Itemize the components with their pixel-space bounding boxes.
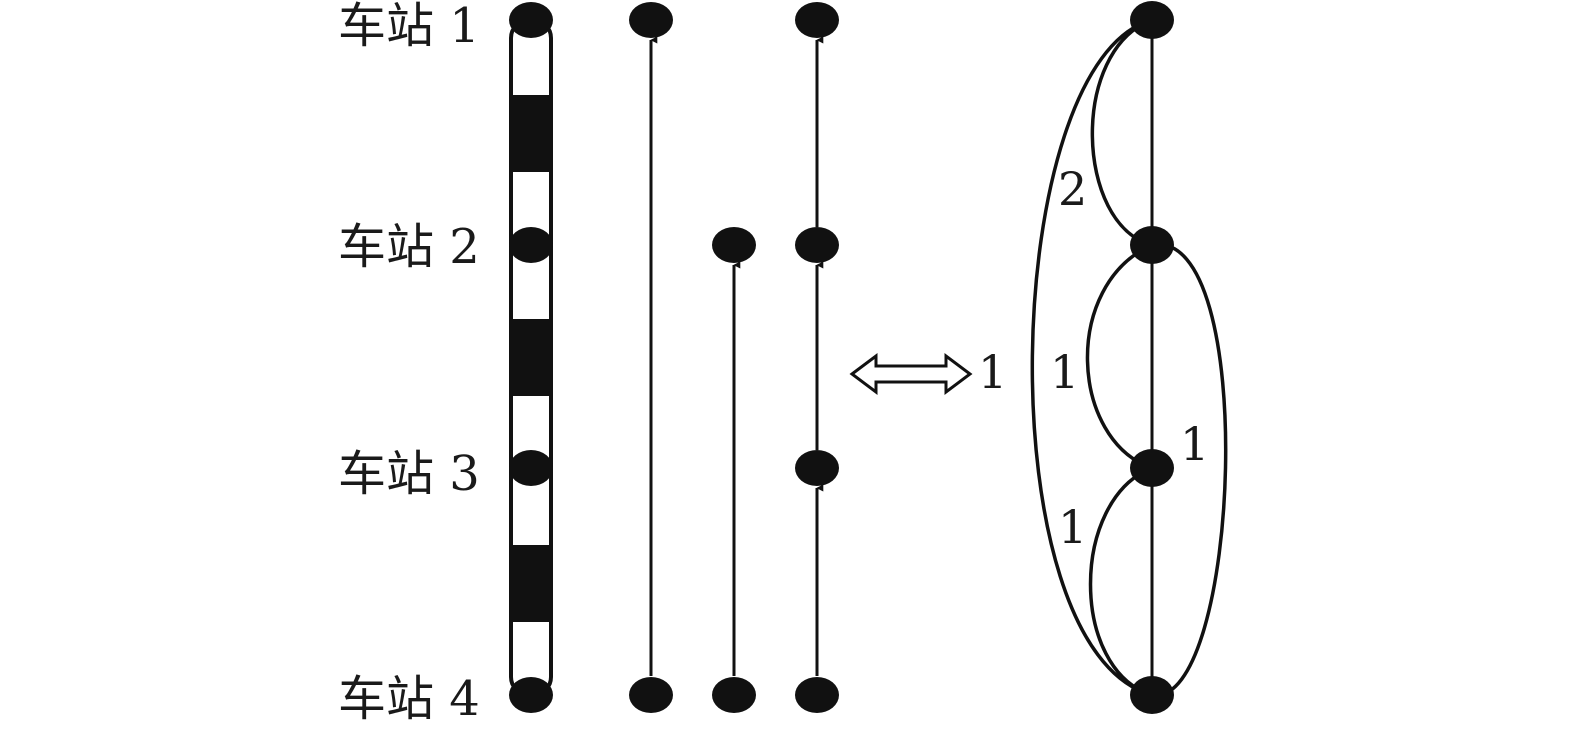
graph-node-3 xyxy=(1130,449,1174,487)
route-column-b xyxy=(712,227,756,713)
graph-node-2 xyxy=(1130,226,1174,264)
edge-label-s1-s2: 2 xyxy=(1058,162,1087,216)
track-bar xyxy=(509,2,553,713)
route-node-a-bottom xyxy=(629,677,673,713)
graph-edge-s1-s2 xyxy=(1090,18,1153,247)
graph-edge-s3-s4 xyxy=(1088,466,1153,697)
edge-label-s2-s4: 1 xyxy=(1180,417,1209,471)
station-label-1: 车站 1 xyxy=(338,0,480,54)
track-station-node-2 xyxy=(509,227,553,263)
edge-label-s3-s4: 1 xyxy=(1058,500,1087,554)
edge-label-s1-s4: 1 xyxy=(978,345,1007,399)
edge-label-s2-s3: 1 xyxy=(1050,345,1079,399)
double-arrow-icon xyxy=(849,353,973,395)
track-station-node-3 xyxy=(509,450,553,486)
track-station-node-4 xyxy=(509,677,553,713)
graph-edge-s1-s4 xyxy=(1030,18,1153,697)
track-segment-black-1 xyxy=(511,95,551,172)
route-node-c-2 xyxy=(795,227,839,263)
route-node-b-top xyxy=(712,227,756,263)
route-node-c-1 xyxy=(795,2,839,38)
graph-node-1 xyxy=(1130,1,1174,39)
track-segment-black-2 xyxy=(511,319,551,396)
route-node-a-top xyxy=(629,2,673,38)
track-segment-black-3 xyxy=(511,545,551,622)
graph-node-4 xyxy=(1130,676,1174,714)
route-node-c-4 xyxy=(795,677,839,713)
station-label-4: 车站 4 xyxy=(338,671,480,727)
route-node-c-3 xyxy=(795,450,839,486)
route-column-a xyxy=(629,2,673,713)
station-multigraph xyxy=(1030,1,1228,714)
station-label-2: 车站 2 xyxy=(338,219,480,275)
graph-edge-s2-s3 xyxy=(1085,243,1153,470)
track-station-node-1 xyxy=(509,2,553,38)
graph-edge-s2-s4 xyxy=(1151,243,1228,697)
route-node-b-bottom xyxy=(712,677,756,713)
station-label-3: 车站 3 xyxy=(338,446,480,502)
route-column-c xyxy=(795,2,839,713)
